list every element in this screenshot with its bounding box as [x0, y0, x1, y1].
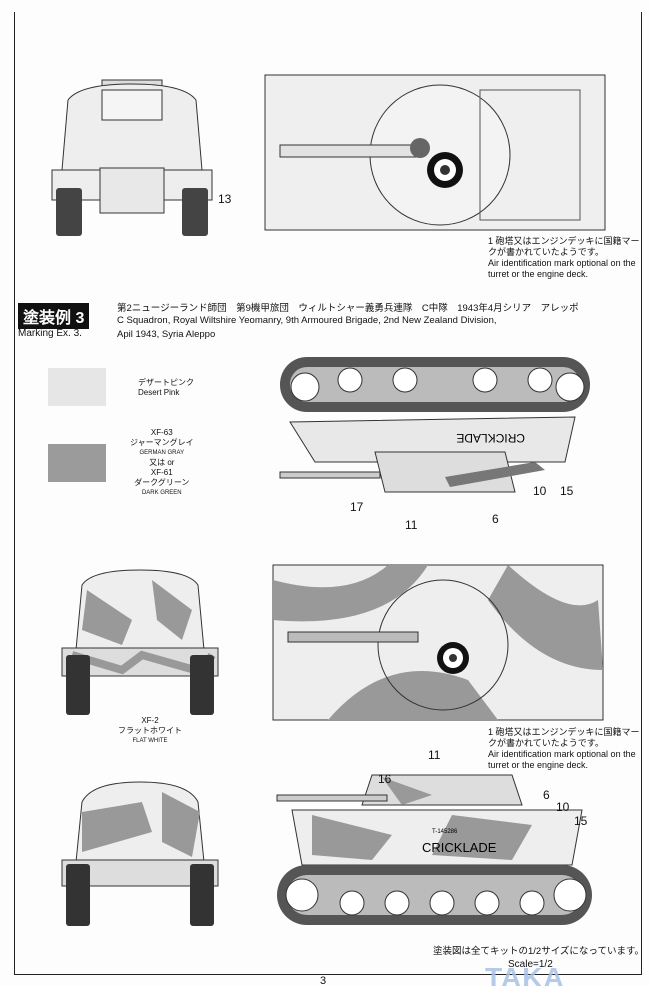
paint-en2: DARK GREEN: [141, 490, 182, 496]
tank-name-inverted: CRICKLADE: [456, 431, 525, 445]
paint-jp: ジャーマングレイ: [130, 438, 194, 447]
tank-rear-view-camo: [61, 781, 219, 926]
callout-11: 11: [405, 518, 418, 532]
paint-desert-pink: デザートピンク Desert Pink: [138, 378, 194, 398]
callout-16: 16: [378, 772, 392, 786]
tank-front-view-camo: [61, 569, 219, 715]
scale-note-jp: 塗装図は全てキットの1/2サイズになっています。: [433, 946, 644, 957]
callout-15: 15: [574, 814, 588, 828]
marking-caption: 第2ニュージーランド師団 第9機甲旅団 ウィルトシャー義勇兵連隊 C中隊 194…: [117, 303, 579, 327]
note-jp: 砲塔又はエンジンデッキに国籍マークが書かれていたようです。: [488, 727, 640, 748]
tank-top-view-plain: [264, 74, 606, 231]
callout-15: 15: [560, 484, 574, 498]
note-en: Air identification mark optional on the …: [488, 258, 636, 279]
tank-side-view-2: CRICKLADE T-145286: [276, 774, 592, 925]
air-id-note-1: 1 砲塔又はエンジンデッキに国籍マークが書かれていたようです。 Air iden…: [488, 236, 648, 280]
paint-code: XF-63: [150, 428, 173, 437]
paint-en: Desert Pink: [138, 388, 180, 397]
marking-label: Marking Ex. 3.: [18, 328, 82, 339]
paint-code2: XF-61: [150, 468, 173, 477]
callout-6: 6: [543, 788, 550, 802]
caption-jp: 第2ニュージーランド師団 第9機甲旅団 ウィルトシャー義勇兵連隊 C中隊 194…: [117, 303, 579, 314]
paint-code: XF-2: [141, 716, 159, 725]
note-jp: 砲塔又はエンジンデッキに国籍マークが書かれていたようです。: [488, 236, 640, 257]
page-border: [14, 12, 642, 975]
air-id-note-2: 1 砲塔又はエンジンデッキに国籍マークが書かれていたようです。 Air iden…: [488, 727, 648, 771]
note-number: 1: [488, 236, 494, 246]
caption-en: C Squadron, Royal Wiltshire Yeomanry, 9t…: [117, 315, 497, 326]
marking-date: Apil 1943, Syria Aleppo: [117, 329, 216, 340]
scale-note: Scale=1/2: [508, 959, 553, 970]
swatch-gray-green: [48, 444, 106, 482]
tank-side-view-1: CRICKLADE: [279, 357, 590, 493]
paint-jp: フラットホワイト: [118, 726, 182, 735]
tank-front-view-plain: [51, 79, 213, 236]
note-number: 1: [488, 727, 494, 737]
tank-name: CRICKLADE: [422, 840, 497, 855]
page-number: 3: [320, 975, 327, 986]
callout-13: 13: [218, 192, 232, 206]
swatch-desert-pink: [48, 368, 106, 406]
callout-11: 11: [428, 748, 441, 762]
callout-17: 17: [350, 500, 364, 514]
paint-flat-white: XF-2 フラットホワイト FLAT WHITE: [118, 716, 182, 746]
serial-number: T-145286: [432, 829, 458, 835]
note-en: Air identification mark optional on the …: [488, 749, 636, 770]
paint-gray-or-green: XF-63 ジャーマングレイ GERMAN GRAY 又は or XF-61 ダ…: [130, 428, 194, 498]
callout-10: 10: [556, 800, 570, 814]
paint-or: 又は or: [149, 458, 175, 467]
tank-top-view-camo: [272, 564, 604, 721]
paint-jp2: ダークグリーン: [134, 478, 190, 487]
callout-6: 6: [492, 512, 499, 526]
callout-10: 10: [533, 484, 547, 498]
paint-jp: デザートピンク: [138, 378, 194, 387]
paint-en: FLAT WHITE: [132, 738, 168, 744]
marking-badge: 塗装例 3: [18, 303, 90, 329]
paint-en: GERMAN GRAY: [139, 450, 185, 456]
watermark: TAKA Hobby: [485, 962, 564, 986]
